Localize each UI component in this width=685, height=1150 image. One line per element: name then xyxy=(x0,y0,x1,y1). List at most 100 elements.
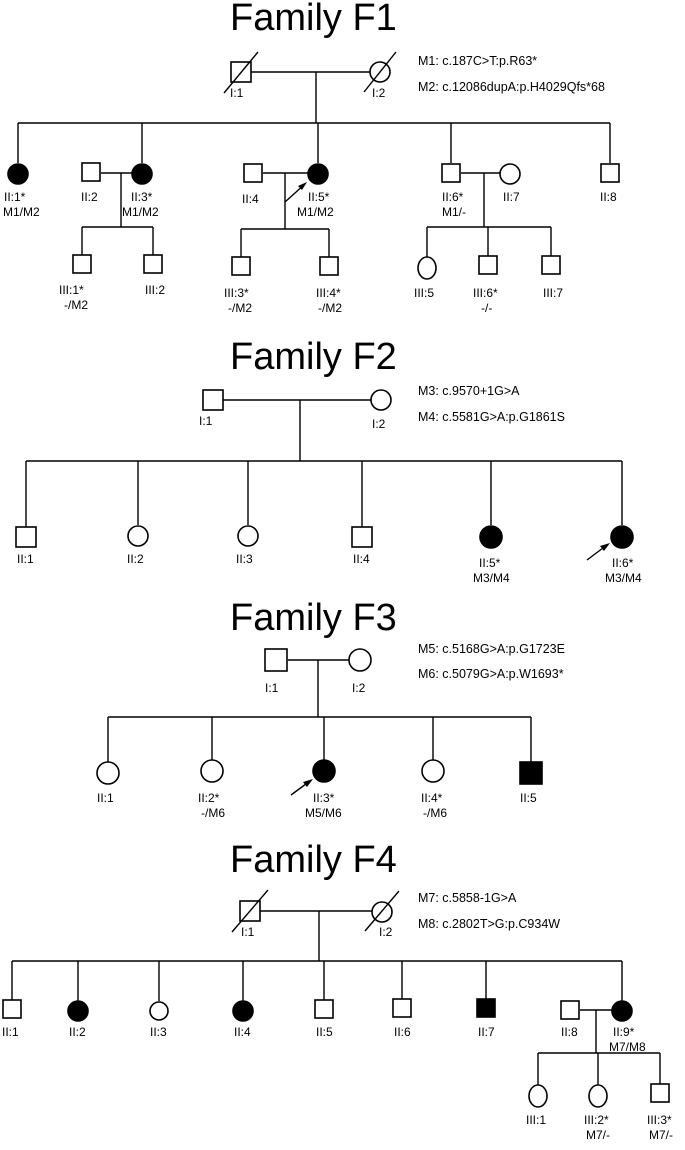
family-f4: Family F4 M7: c.5858-1G>A M8: c.2802T>G:… xyxy=(2,839,673,1142)
f1-ii5-genotype: M1/M2 xyxy=(297,205,334,219)
f4-ii4-label: II:4 xyxy=(234,1025,251,1039)
f3-ii1-symbol xyxy=(96,761,120,785)
f1-iii1-genotype: -/M2 xyxy=(64,298,88,312)
f2-ii1-symbol xyxy=(15,526,37,548)
f3-ii3-genotype: M5/M6 xyxy=(305,806,342,820)
f4-iii1-label: III:1 xyxy=(526,1113,546,1127)
f2-i1-symbol xyxy=(202,389,224,411)
f3-ii2-genotype: -/M6 xyxy=(201,806,225,820)
f1-ii4-label: II:4 xyxy=(242,192,259,206)
f1-proband-arrow xyxy=(284,182,307,203)
f2-ii5-label: II:5* xyxy=(479,556,501,570)
f3-ii4-symbol xyxy=(421,759,445,783)
f3-i1-label: I:1 xyxy=(265,681,279,695)
f1-i1-deceased-slash xyxy=(223,51,259,94)
f1-ii6-label: II:6* xyxy=(442,190,464,204)
f2-ii6-label: II:6* xyxy=(612,556,634,570)
f2-ii3-symbol xyxy=(237,525,259,547)
f4-ii3-label: II:3 xyxy=(150,1025,167,1039)
f3-ii1-label: II:1 xyxy=(97,791,114,805)
f2-ii4-symbol xyxy=(351,526,373,548)
f1-ii2-symbol xyxy=(81,162,101,182)
f1-ii5-label: II:5* xyxy=(308,190,330,204)
family-f2-mutation-m4: M4: c.5581G>A:p.G1861S xyxy=(418,410,565,424)
f4-ii9-symbol xyxy=(611,1000,633,1022)
f1-iii4-label: III:4* xyxy=(316,286,341,300)
f4-ii9-label: II:9* xyxy=(613,1025,635,1039)
f1-i1-label: I:1 xyxy=(230,86,244,100)
f1-ii1-symbol xyxy=(7,163,29,185)
family-f1-mutation-m2: M2: c.12086dupA:p.H4029Qfs*68 xyxy=(418,80,605,94)
family-f4-title: Family F4 xyxy=(230,839,397,881)
f1-iii7-label: III:7 xyxy=(543,286,563,300)
f1-iii6-label: III:6* xyxy=(473,286,498,300)
family-f3-lines xyxy=(107,659,532,762)
f2-proband-arrow xyxy=(586,543,610,561)
f4-ii2-label: II:2 xyxy=(69,1025,86,1039)
f1-iii7-symbol xyxy=(541,255,561,275)
f3-ii5-symbol xyxy=(519,761,543,785)
family-f2-mutation-m3: M3: c.9570+1G>A xyxy=(418,384,520,398)
family-f2: Family F2 M3: c.9570+1G>A M4: c.5581G>A:… xyxy=(15,336,642,585)
f3-ii5-label: II:5 xyxy=(520,791,537,805)
f3-ii3-symbol xyxy=(312,759,336,783)
f2-ii4-label: II:4 xyxy=(353,552,370,566)
f1-i2-label: I:2 xyxy=(372,86,386,100)
f2-ii2-label: II:2 xyxy=(127,552,144,566)
f1-iii3-genotype: -/M2 xyxy=(228,301,252,315)
f3-ii4-genotype: -/M6 xyxy=(423,806,447,820)
f2-ii5-symbol xyxy=(479,525,503,549)
f1-ii4-symbol xyxy=(243,163,263,183)
f1-iii5-symbol xyxy=(417,256,437,280)
f2-ii5-genotype: M3/M4 xyxy=(473,571,510,585)
family-f1-mutation-m1: M1: c.187C>T:p.R63* xyxy=(418,54,537,68)
f4-iii2-label: III:2* xyxy=(584,1113,609,1127)
f4-ii9-genotype: M7/M8 xyxy=(609,1040,646,1054)
f1-iii4-symbol xyxy=(319,256,339,276)
f2-ii6-symbol xyxy=(610,525,634,549)
family-f2-lines xyxy=(25,399,623,527)
f3-ii2-label: II:2* xyxy=(198,791,220,805)
f4-ii6-label: II:6 xyxy=(394,1025,411,1039)
f1-iii3-symbol xyxy=(231,256,251,276)
f1-iii1-symbol xyxy=(72,254,92,274)
family-f1: Family F1 M1: c.187C>T:p.R63* M2: c.1208… xyxy=(3,0,620,315)
f1-ii1-label: II:1* xyxy=(4,190,26,204)
f1-iii1-label: III:1* xyxy=(59,283,84,297)
f4-ii8-symbol xyxy=(560,1000,580,1020)
f2-ii3-label: II:3 xyxy=(236,552,253,566)
f4-i2-label: I:2 xyxy=(379,925,393,939)
f4-iii1-symbol xyxy=(528,1084,548,1108)
f4-i1-deceased-slash xyxy=(231,889,269,933)
f4-ii1-symbol xyxy=(2,999,22,1019)
f4-ii5-label: II:5 xyxy=(316,1025,333,1039)
family-f1-lines xyxy=(17,71,611,258)
f3-i2-symbol xyxy=(348,648,372,672)
f1-iii5-label: III:5 xyxy=(414,286,434,300)
f4-ii1-label: II:1 xyxy=(2,1025,19,1039)
f4-iii3-symbol xyxy=(650,1083,670,1103)
f1-i2-deceased-slash xyxy=(363,51,397,93)
f2-i1-label: I:1 xyxy=(199,414,213,428)
f4-ii5-symbol xyxy=(314,999,334,1019)
f1-ii2-label: II:2 xyxy=(81,190,98,204)
f4-iii2-genotype: M7/- xyxy=(586,1128,610,1142)
f1-ii3-label: II:3* xyxy=(131,190,153,204)
f3-ii2-symbol xyxy=(200,759,224,783)
family-f3-mutation-m5: M5: c.5168G>A:p.G1723E xyxy=(418,642,565,656)
f4-i2-deceased-slash xyxy=(364,890,400,932)
f2-ii2-symbol xyxy=(127,525,149,547)
f4-ii4-symbol xyxy=(232,1000,254,1022)
f2-i2-symbol xyxy=(370,389,392,411)
f2-ii6-genotype: M3/M4 xyxy=(605,571,642,585)
family-f1-title: Family F1 xyxy=(230,0,397,39)
f3-i1-symbol xyxy=(264,648,288,672)
f3-ii3-label: II:3* xyxy=(313,791,335,805)
f1-ii5-symbol xyxy=(307,163,329,185)
f1-ii1-genotype: M1/M2 xyxy=(3,205,40,219)
f4-ii7-label: II:7 xyxy=(478,1025,495,1039)
family-f4-mutation-m8: M8: c.2802T>G:p.C934W xyxy=(418,917,560,931)
f1-iii3-label: III:3* xyxy=(224,286,249,300)
f4-iii2-symbol xyxy=(588,1084,608,1108)
f1-ii7-label: II:7 xyxy=(503,190,520,204)
